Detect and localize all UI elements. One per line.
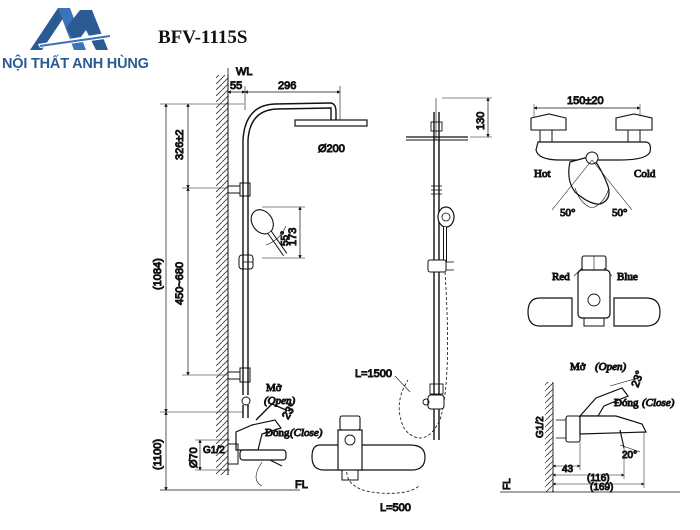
label-130: 130	[475, 112, 487, 130]
valve-front-view	[527, 255, 661, 327]
label-angle-right: 50°	[612, 207, 627, 219]
label-valve-close-en: (Close)	[642, 397, 675, 409]
top-view	[530, 104, 653, 211]
label-d43: 43	[562, 464, 574, 475]
label-hose-1500: L=1500	[355, 368, 392, 380]
label-valve-open-en: (Open)	[595, 361, 626, 373]
brand-name: NỘI THẤT ANH HÙNG	[2, 56, 149, 72]
label-blue: Blue	[617, 271, 638, 283]
label-valve-fl: FL	[502, 478, 513, 490]
label-valve-angle-23: 23°	[630, 369, 647, 389]
label-close-en: (Close)	[290, 427, 323, 439]
label-dia-70: Ø70	[188, 447, 200, 468]
label-cold: Cold	[634, 168, 656, 180]
label-d116: (116)	[587, 473, 610, 484]
label-173: 173	[287, 228, 299, 246]
label-close-vi: Đóng	[265, 427, 290, 439]
label-red: Red	[552, 271, 570, 283]
label-open-en: (Open)	[264, 395, 295, 407]
label-hot: Hot	[534, 168, 551, 180]
label-angle-left: 50°	[560, 207, 575, 219]
label-valve-open-vi: Mở	[570, 361, 586, 373]
label-open-vi: Mở	[266, 382, 282, 394]
model-title: BFV-1115S	[158, 27, 248, 48]
brand-logo	[30, 8, 112, 50]
label-hose-500: L=500	[380, 502, 411, 514]
front-view	[160, 68, 368, 491]
label-width: 150±20	[567, 95, 604, 107]
label-55: 55	[230, 80, 242, 92]
label-296: 296	[278, 80, 296, 92]
side-view	[311, 97, 492, 494]
label-326: 326±2	[174, 129, 186, 160]
label-valve-thread: G1/2	[535, 416, 546, 438]
valve-side-view	[500, 377, 680, 493]
label-1084: (1084)	[152, 258, 164, 290]
label-valve-close-vi: Đóng	[614, 397, 639, 409]
label-thread: G1/2	[203, 445, 225, 456]
label-d169: (169)	[590, 482, 613, 493]
label-1100: (1100)	[152, 439, 164, 470]
label-fl: FL	[295, 479, 308, 491]
label-angle-55: 55°	[280, 231, 291, 246]
label-450-680: 450~680	[174, 262, 186, 305]
label-valve-angle-20: 20°	[622, 450, 637, 461]
label-head-dia: Ø200	[318, 143, 345, 155]
label-wl: WL	[236, 66, 253, 78]
